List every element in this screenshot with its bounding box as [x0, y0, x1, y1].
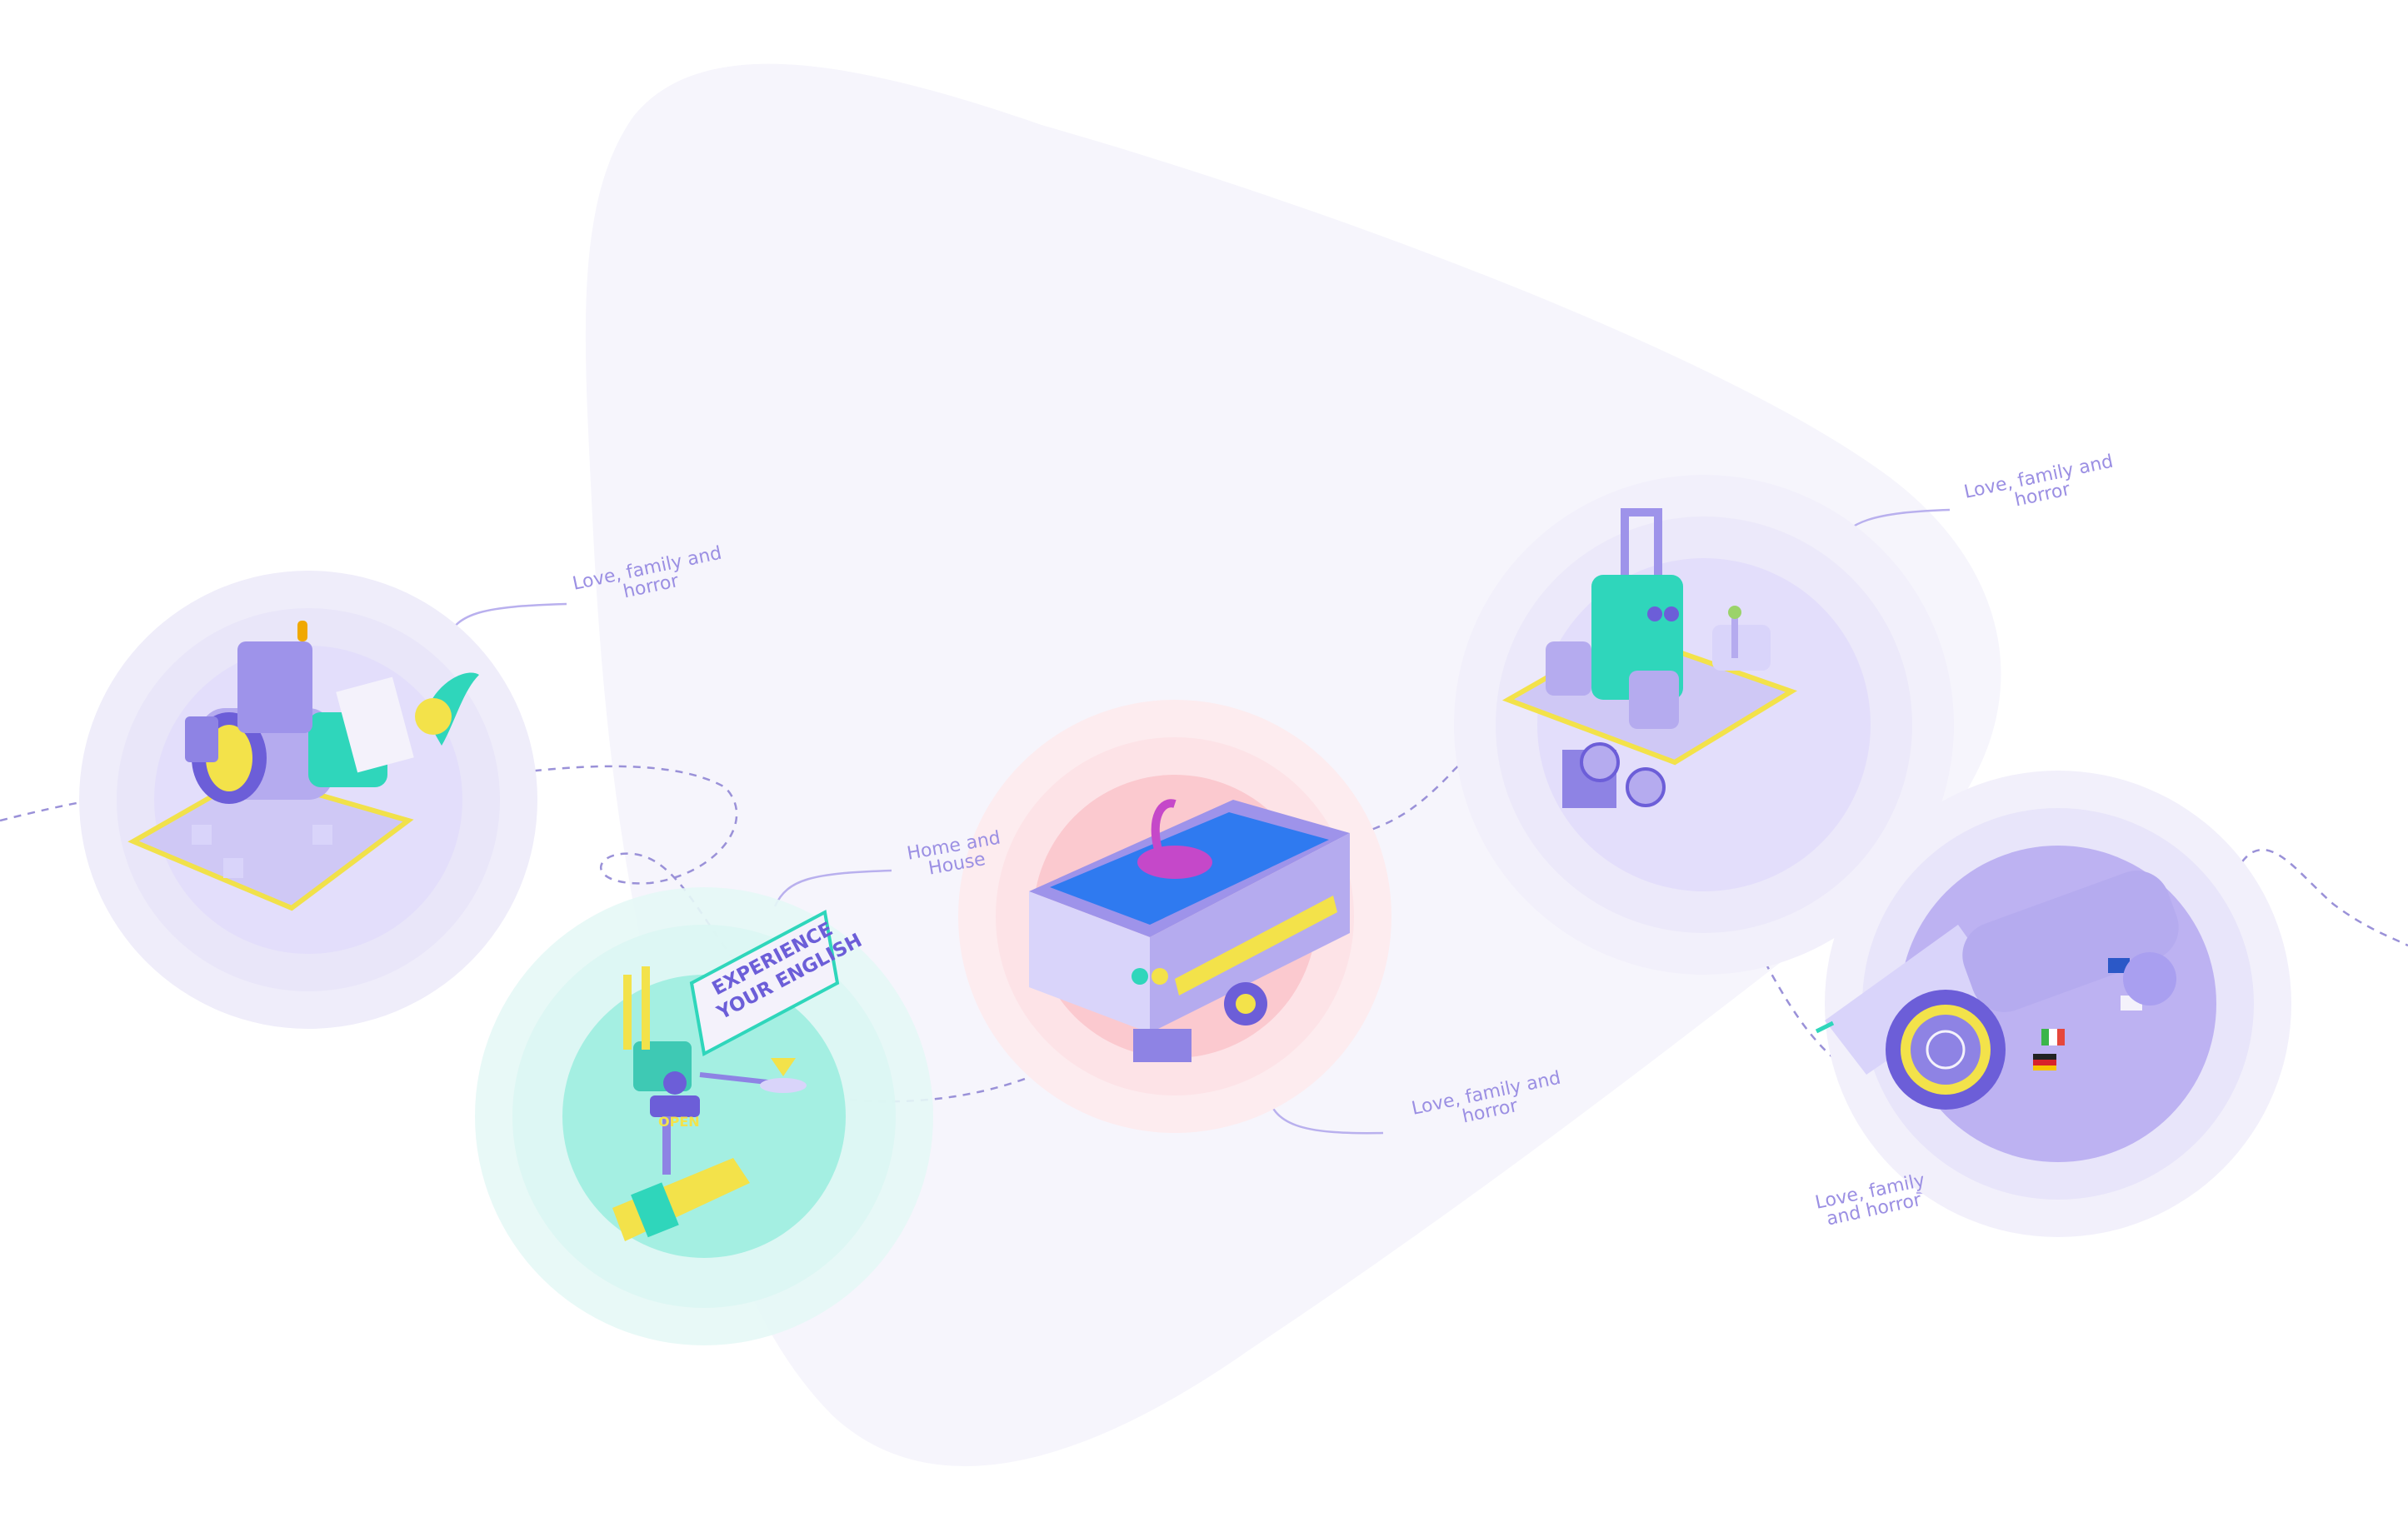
- experience-sign: EXPERIENCE YOUR ENGLISH OPEN: [658, 909, 866, 1130]
- station-spaceship[interactable]: [1815, 771, 2291, 1237]
- pool-cart-icon: [1029, 799, 1350, 1062]
- typewriter-icon: [127, 621, 479, 911]
- station-suitcase[interactable]: [1454, 475, 1954, 975]
- station-pool[interactable]: [958, 700, 1391, 1133]
- spaceship-icon: [1815, 871, 2179, 1110]
- open-badge: OPEN: [658, 1114, 700, 1130]
- suitcase-icon: [1501, 508, 1797, 808]
- station-typewriter[interactable]: [79, 571, 537, 1029]
- robot-icon: [612, 966, 807, 1241]
- station-robot[interactable]: EXPERIENCE YOUR ENGLISH OPEN: [475, 887, 933, 1345]
